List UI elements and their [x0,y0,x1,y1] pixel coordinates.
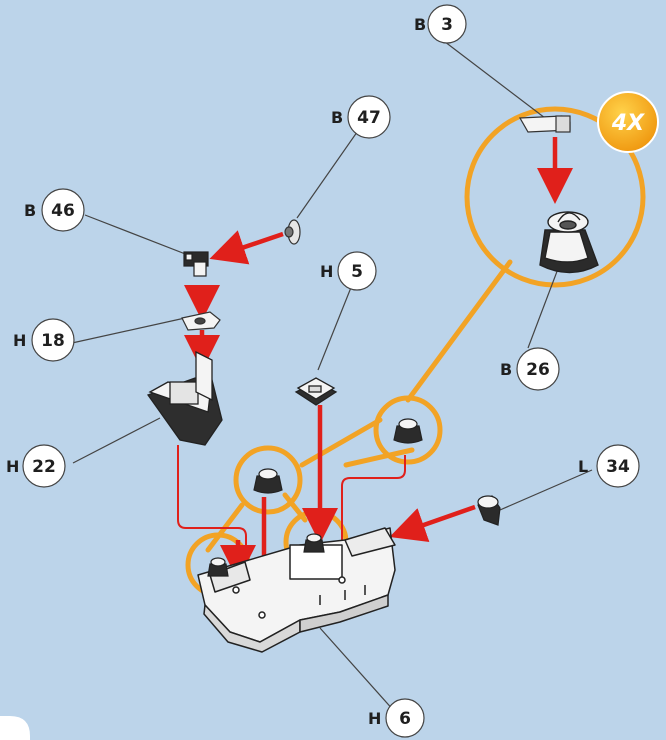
callout-letter: H [13,331,26,350]
callout-number: 5 [351,262,363,282]
part-b47-washer [284,219,301,245]
callout-number: 46 [51,201,75,221]
magnified-detail-circle [464,106,646,288]
leader-line [317,284,353,371]
connector-line [343,447,415,468]
leader-line [296,124,363,219]
callout-b46: B 46 [24,188,85,232]
quantity-badge-text: 4X [611,111,645,136]
leader-line [71,317,186,344]
arrow-b47-to-b46 [209,230,284,265]
detail-circle [373,395,443,465]
detail-circle [233,445,303,515]
callout-letter: L [578,457,588,476]
part-h22-housing [146,350,223,446]
screw-caps [253,418,423,494]
callout-h5: H 5 [320,251,377,291]
connector-line [299,417,383,468]
routing-line [177,445,247,570]
fastener [303,533,325,553]
callout-letter: B [331,108,343,127]
callout-b47: B 47 [331,95,391,139]
callout-l34: L 34 [578,444,640,488]
callout-letter: H [368,709,381,728]
detail-connector-lines [205,259,513,553]
callout-letter: B [24,201,36,220]
leader-line [431,31,546,119]
callout-letter: B [500,360,512,379]
leader-line [72,417,161,464]
callout-number: 26 [526,360,550,380]
callout-letter: B [414,15,426,34]
callout-letter: H [320,262,333,281]
callout-number: 6 [399,709,411,729]
leader-line [319,627,396,713]
callout-number: 18 [41,331,65,351]
part-h6-base [197,527,396,653]
part-l34-fitting [477,495,501,526]
screw-cap [393,418,423,444]
quantity-badge: 4X [597,91,659,153]
arrow-l34-to-base [389,504,476,543]
callout-h22: H 22 [6,444,66,488]
callout-letter: H [6,457,19,476]
part-h18-plate [181,311,221,331]
part-b46-connector [183,251,209,277]
callout-b26: B 26 [500,347,560,391]
part-b26-cap [539,211,599,274]
leader-line [499,469,593,511]
leader-line [84,214,189,256]
part-h5-cap [294,377,338,406]
routing-line [341,455,406,572]
small-fasteners [207,533,325,577]
page-corner-tab [0,716,30,740]
callout-h18: H 18 [13,318,75,362]
callout-h6: H 6 [368,698,425,738]
callout-number: 47 [357,108,381,128]
part-b3-pin [518,115,571,133]
fastener [207,557,229,577]
callout-number: 22 [32,457,56,477]
screw-cap [253,468,283,494]
callout-number: 3 [441,15,453,35]
routing-lines [177,445,406,572]
callout-b3: B 3 [414,4,467,44]
connector-line [405,259,513,403]
callout-number: 34 [606,457,630,477]
